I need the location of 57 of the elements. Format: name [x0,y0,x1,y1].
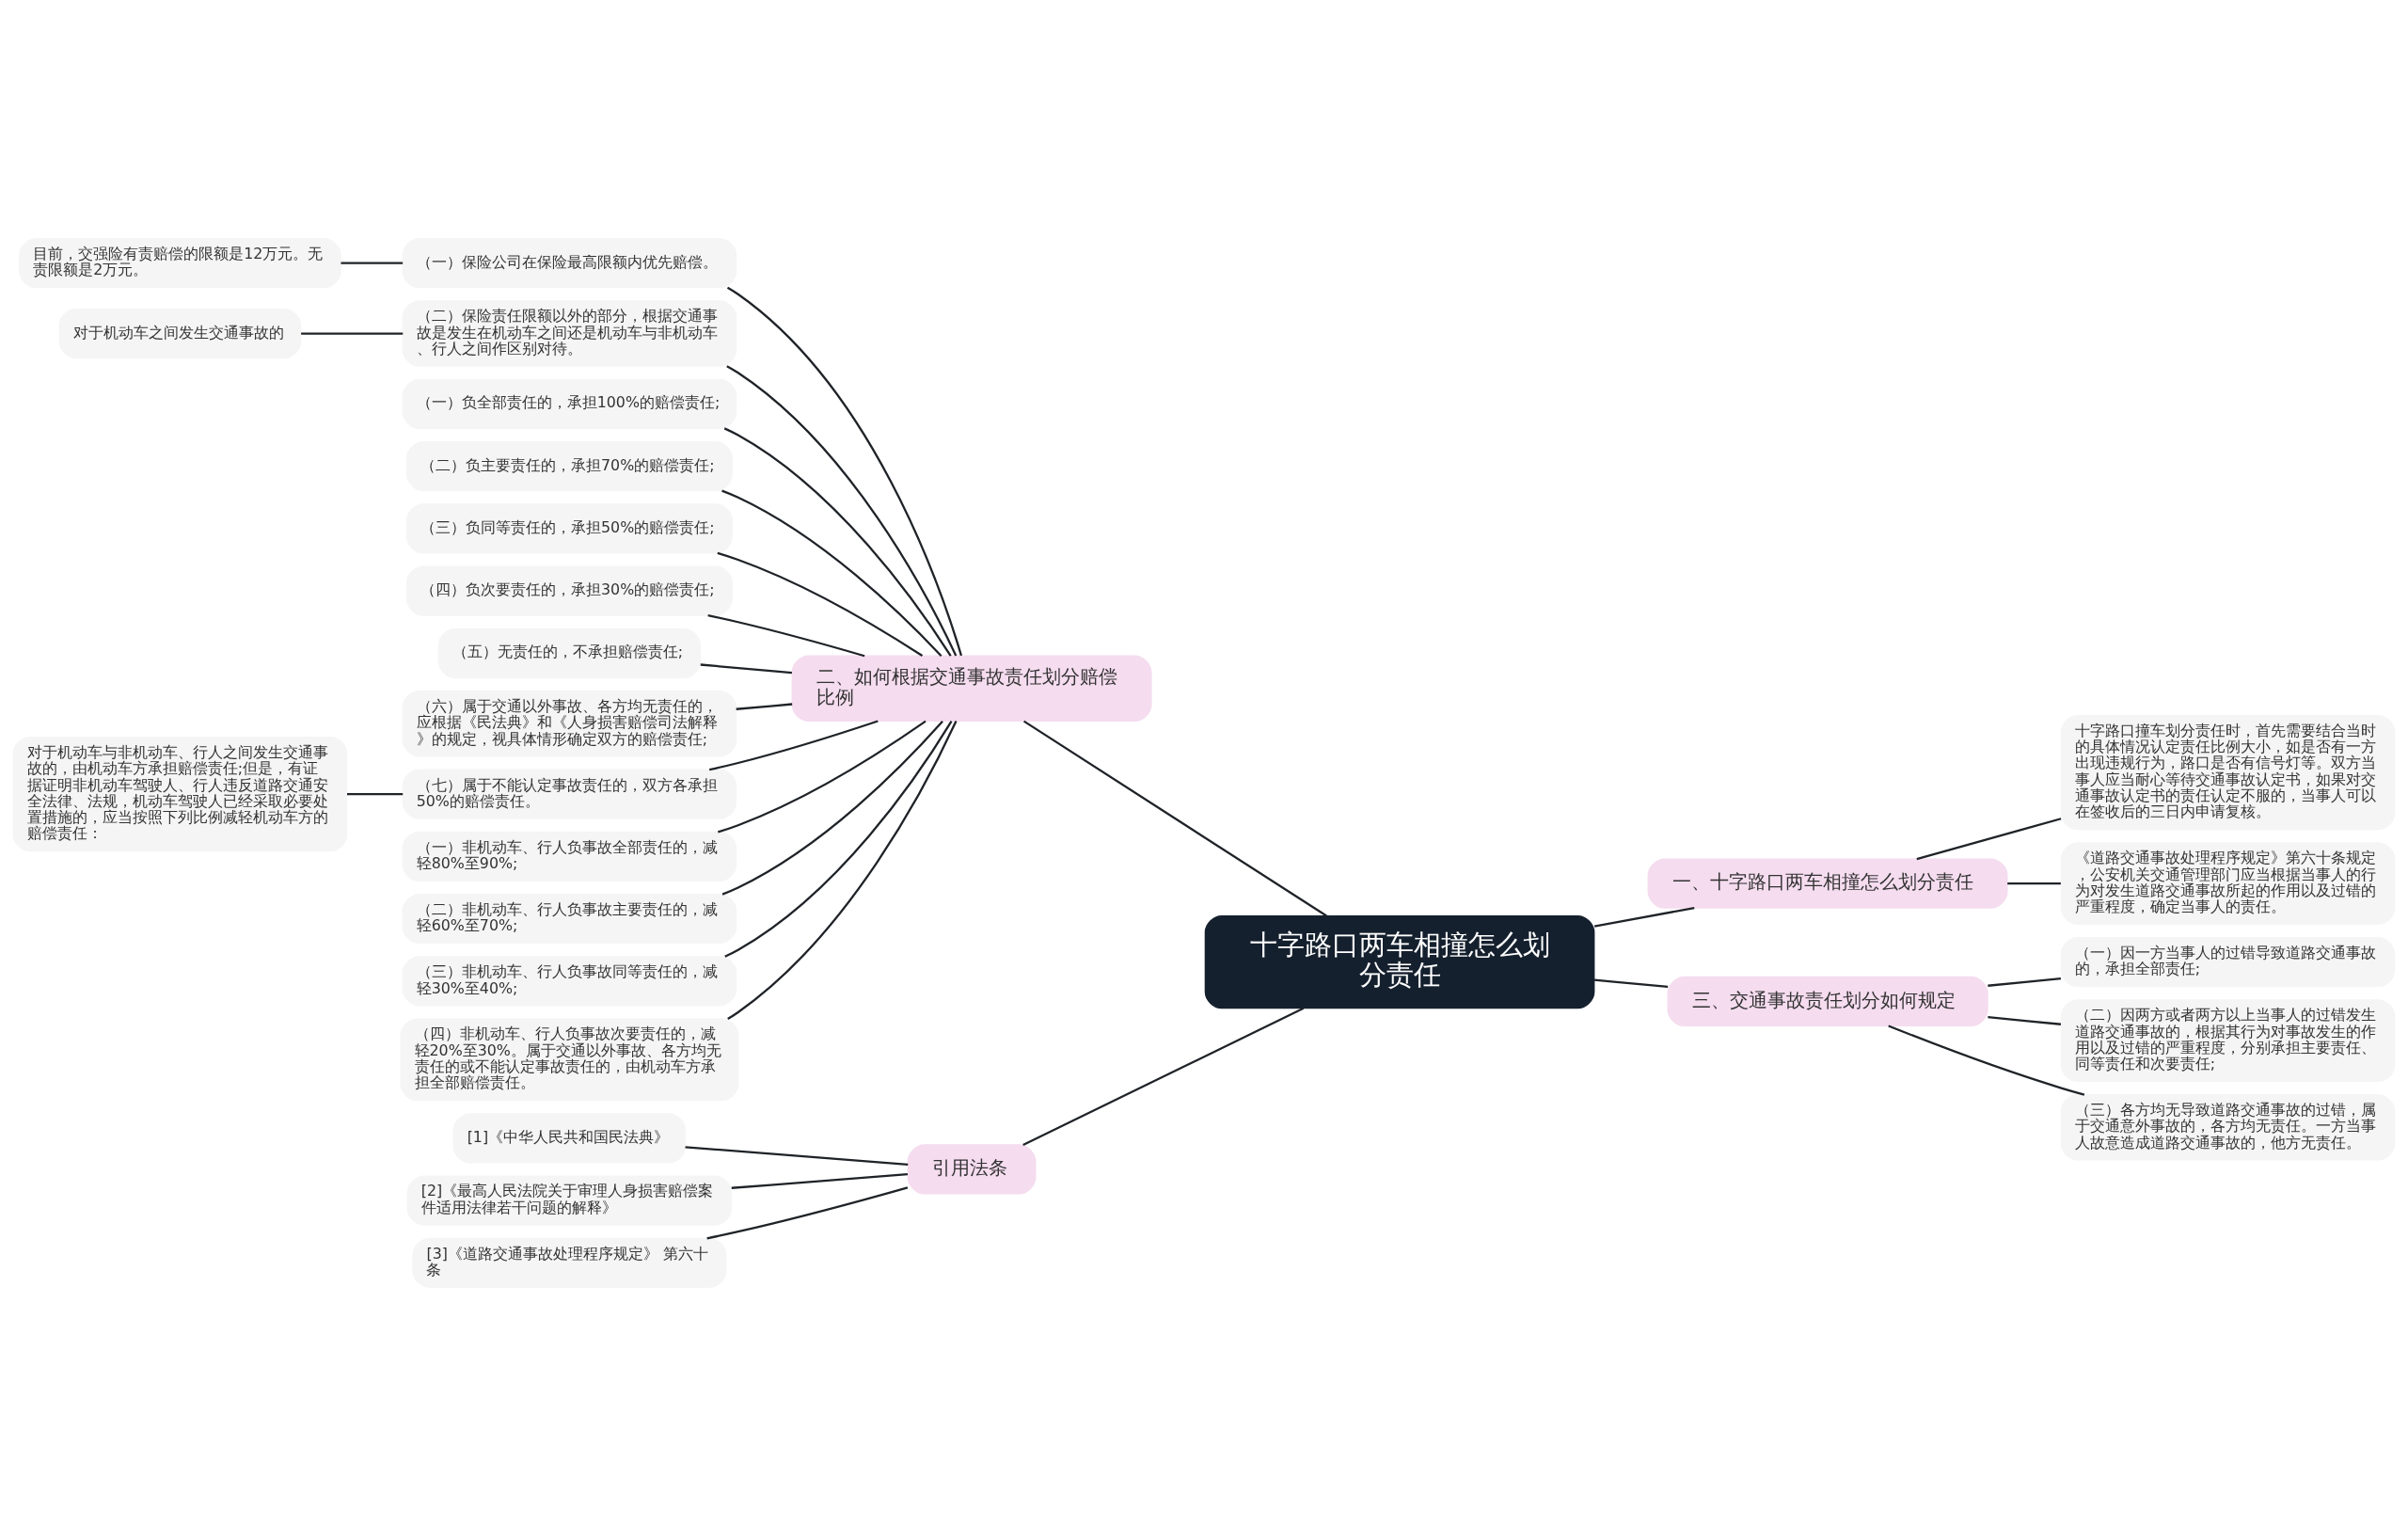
connector [347,792,404,795]
node-box: 对于机动车之间发生交通事故的 [58,308,302,358]
connector [301,331,404,335]
connector [708,719,879,770]
node-box: （二）非机动车、行人负事故主要责任的，减轻60%至70%; [402,893,737,944]
node-box: （三）非机动车、行人负事故同等责任的，减轻30%至40%; [402,955,737,1006]
connector [1988,977,2062,987]
connector [721,489,943,657]
node-box: 二、如何根据交通事故责任划分赔偿比例 [791,655,1152,722]
node-box: 目前，交强险有责赔偿的限额是12万元。无责限额是2万元。 [19,237,341,288]
connector [707,613,865,657]
node-box: （四）非机动车、行人负事故次要责任的，减轻20%至30%。属于交通以外事故、各方均无责任的或不能认定事故责任的，由机动车方承担全部赔偿责任。 [400,1017,739,1101]
connector [721,720,943,896]
node-box: （七）属于不能认定事故责任的，双方各承担50%的赔偿责任。 [402,769,737,819]
connector [1916,817,2062,860]
connector [727,720,958,1020]
node-box: 一、十字路口两车相撞怎么划分责任 [1647,858,2008,909]
connector [700,662,792,674]
node-box: [1]《中华人民共和国民法典》 [452,1112,687,1163]
node-box: 三、交通事故责任划分如何规定 [1667,976,1988,1026]
node-box: （五）无责任的，不承担赔偿责任; [437,627,702,678]
connector [731,1172,908,1189]
connector [1022,1007,1305,1146]
connector [685,1145,909,1166]
node-box: 对于机动车与非机动车、行人之间发生交通事故的，由机动车方承担赔偿责任;但是，有证据证明非机动车驾驶人、行人违反道路交通安全法律、法规，机动车驾驶人已经采取必要处置措施的，应当按照下列比例减轻机动车方的赔偿责任： [12,736,348,851]
node-box: 引用法条 [907,1143,1037,1195]
connector [717,551,924,657]
node-box: 十字路口两车相撞怎么划分责任 [1204,914,1595,1009]
node-box: （二）因两方或者两方以上当事人的过错发生道路交通事故的，根据其行为对事故发生的作用以及过错的严重程度，分别承担主要责任、同等责任和次要责任; [2060,998,2396,1082]
connector [1593,978,1669,988]
node-box: [3]《道路交通事故处理程序规定》 第六十条 [412,1237,727,1288]
node-box: （一）保险公司在保险最高限额内优先赔偿。 [402,237,737,288]
node-box: （三）各方均无导致道路交通事故的过错，属于交通意外事故的，各方均无责任。一方当事人故意造成道路交通事故的，他方无责任。 [2060,1093,2396,1161]
connector [726,286,963,656]
connector [1022,720,1327,916]
node-box: （二）负主要责任的，承担70%的赔偿责任; [405,440,733,491]
node-box: （一）非机动车、行人负事故全部责任的，减轻80%至90%; [402,831,737,882]
node-box: （六）属于交通以外事故、各方均无责任的，应根据《民法典》和《人身损害赔偿司法解释》的规定，视具体情形确定双方的赔偿责任; [402,690,737,756]
node-box: （二）保险责任限额以外的部分，根据交通事故是发生在机动车之间还是机动车与非机动车、行人之间作区别对待。 [402,299,737,367]
connector [1988,1015,2062,1025]
connector [724,720,953,958]
connector [341,262,404,264]
node-box: （一）因一方当事人的过错导致道路交通事故的，承担全部责任; [2060,936,2396,987]
connector [1593,906,1695,928]
node-box: 十字路口撞车划分责任时，首先需要结合当时的具体情况认定责任比例大小，如是否有一方出现违规行为，路口是否有信号灯等。双方当事人应当耐心等待交通事故认定书，如果对交通事故认定书的责任认定不服的，当事人可以在签收后的三日内申请复核。 [2060,714,2396,830]
connector [718,720,927,833]
connector [736,702,793,710]
node-box: （三）负同等责任的，承担50%的赔偿责任; [405,502,733,554]
connector [706,1185,909,1239]
node-box: [2]《最高人民法院关于审理人身损害赔偿案件适用法律若干问题的解释》 [406,1174,733,1226]
connector [726,364,958,656]
connector [723,426,952,657]
node-box: （四）负次要责任的，承担30%的赔偿责任; [405,565,733,616]
node-box: 《道路交通事故处理程序规定》第六十条规定，公安机关交通管理部门应当根据当事人的行为对发生道路交通事故所起的作用以及过错的严重程度，确定当事人的责任。 [2060,841,2396,925]
connector [2007,882,2061,884]
connector [1888,1024,2085,1096]
node-box: （一）负全部责任的，承担100%的赔偿责任; [402,378,737,429]
